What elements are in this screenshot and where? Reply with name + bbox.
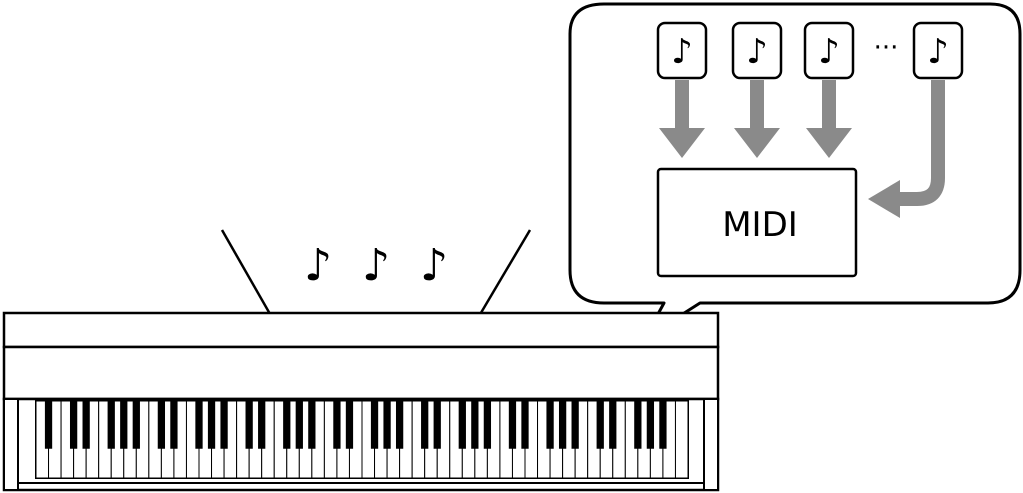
piano-left-cheek (3, 398, 19, 491)
black-key (546, 401, 554, 449)
music-note-icon: ♪ (362, 240, 390, 291)
black-key (383, 401, 391, 449)
black-key (283, 401, 291, 449)
black-key (458, 401, 466, 449)
black-key (345, 401, 354, 449)
sound-line-left (220, 229, 280, 329)
black-key (44, 401, 53, 449)
music-note-icon: ♪ (818, 32, 840, 72)
music-note-icon: ♪ (927, 32, 949, 72)
source-note-box-3: ♪ (803, 21, 855, 80)
arrow-down-2 (734, 80, 780, 158)
black-key (220, 401, 228, 449)
music-note-icon: ♪ (671, 32, 693, 72)
digital-piano (2, 311, 720, 492)
black-key (295, 401, 303, 449)
sound-line-right (470, 229, 532, 329)
black-key (521, 401, 529, 449)
black-key (170, 401, 178, 449)
source-note-box-2: ♪ (731, 21, 783, 80)
black-key (609, 401, 617, 449)
black-key (370, 401, 379, 449)
black-key (132, 401, 140, 449)
black-key (157, 401, 166, 449)
arrow-down-1 (659, 80, 705, 158)
black-key (195, 401, 203, 449)
black-key (207, 401, 216, 449)
music-note-icon: ♪ (420, 240, 448, 291)
black-key (333, 401, 341, 449)
black-key (646, 401, 655, 449)
black-key (634, 401, 642, 449)
midi-box (656, 167, 858, 278)
music-note-icon: ♪ (746, 32, 768, 72)
arrow-curved-4-head (868, 180, 900, 218)
black-key (107, 401, 115, 449)
arrow-down-3 (806, 80, 852, 158)
black-key (571, 401, 579, 449)
black-key (558, 401, 567, 449)
black-key (659, 401, 667, 449)
black-key (433, 401, 441, 449)
black-key (421, 401, 429, 449)
piano-top-panel (2, 311, 720, 349)
black-key (596, 401, 604, 449)
black-key (395, 401, 404, 449)
midi-label: MIDI (722, 205, 798, 245)
black-key (471, 401, 479, 449)
arrow-curved-4 (898, 80, 945, 206)
piano-keyboard (18, 400, 704, 484)
arrows (659, 80, 852, 158)
black-key (258, 401, 266, 449)
black-key (308, 401, 316, 449)
white-key (674, 400, 689, 479)
black-key (82, 401, 90, 449)
piano-right-cheek (703, 398, 719, 491)
black-key (120, 401, 128, 449)
source-note-box-4: ♪ (912, 21, 964, 80)
source-note-box-1: ♪ (656, 21, 708, 80)
black-key (245, 401, 253, 449)
music-note-icon: ♪ (304, 240, 332, 291)
black-key (483, 401, 492, 449)
black-key (69, 401, 78, 449)
piano-front-panel (2, 345, 720, 401)
black-key (508, 401, 517, 449)
ellipsis: ··· (874, 33, 899, 63)
